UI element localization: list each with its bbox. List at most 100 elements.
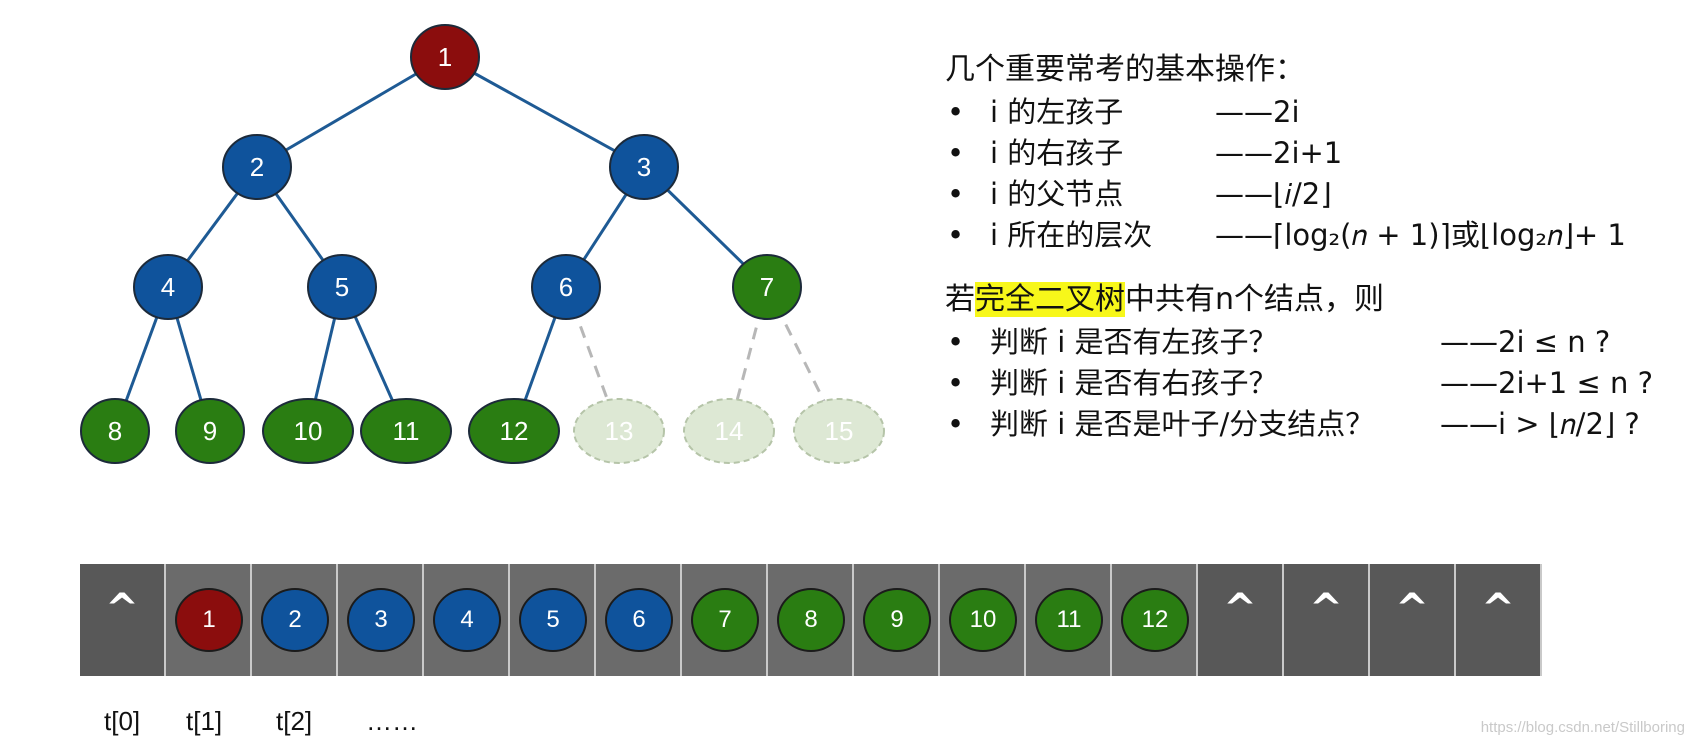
tree-node-circle <box>175 398 245 464</box>
tree-node-label: 3 <box>637 152 651 182</box>
array-node-3: 3 <box>347 588 415 652</box>
cond-desc: 判断 i 是否有左孩子？ <box>990 325 1278 359</box>
tree-node-circle <box>222 134 292 200</box>
tree-node-5: 5 <box>307 254 377 320</box>
ops-desc: i 的左孩子 <box>990 95 1124 129</box>
bullet: • <box>947 407 965 441</box>
tree-node-2: 2 <box>222 134 292 200</box>
tree-node-1: 1 <box>410 24 480 90</box>
bullet: • <box>947 177 965 211</box>
array-cell-15: ^ <box>1370 564 1456 676</box>
cond-value: ——2i ≤ n ? <box>1440 325 1611 359</box>
tree-edge-1-2 <box>256 55 446 169</box>
array-cell-14: ^ <box>1284 564 1370 676</box>
tree-node-7: 7 <box>732 254 802 320</box>
cond-list: • 判断 i 是否有左孩子？ ——2i ≤ n ? • 判断 i 是否有右孩子？… <box>945 322 1685 445</box>
cond-desc: 判断 i 是否是叶子/分支结点？ <box>990 407 1375 441</box>
array-cell-5: 5 <box>510 564 596 676</box>
tree-node-circle <box>609 134 679 200</box>
index-label-0: t[0] <box>104 706 141 736</box>
ops-item-parent: • i 的父节点 ——⌊𝑖/2⌋ <box>945 174 1685 215</box>
tree-node-label: 8 <box>108 416 122 446</box>
tree-node-6: 6 <box>531 254 601 320</box>
tree-node-circle <box>573 398 665 464</box>
ops-desc: i 所在的层次 <box>990 218 1153 252</box>
tree-node-circle <box>80 398 150 464</box>
tree-node-11: 11 <box>360 398 452 464</box>
ops-list: • i 的左孩子 ——2i • i 的右孩子 ——2i+1 • i 的父节点 —… <box>945 92 1685 256</box>
tree-node-label: 2 <box>250 152 264 182</box>
array-cell-3: 3 <box>338 564 424 676</box>
tree-node-4: 4 <box>133 254 203 320</box>
array-node-4: 4 <box>433 588 501 652</box>
array-node-9: 9 <box>863 588 931 652</box>
tree-node-label: 10 <box>294 416 323 446</box>
tree-node-label: 13 <box>605 416 634 446</box>
tree-node-circle <box>732 254 802 320</box>
null-caret: ^ <box>105 586 139 632</box>
ops-value: ——⌈log₂(𝑛 + 1)⌉或⌊log₂𝑛⌋+ 1 <box>1215 218 1626 252</box>
index-label-1: t[1] <box>186 706 223 736</box>
tree-node-label: 9 <box>203 416 217 446</box>
array-node-2: 2 <box>261 588 329 652</box>
cond-value: ——i > ⌊𝑛/2⌋ ? <box>1440 407 1640 441</box>
tree-node-9: 9 <box>175 398 245 464</box>
array-cell-13: ^ <box>1198 564 1284 676</box>
tree-node-label: 5 <box>335 272 349 302</box>
tree-node-circle <box>262 398 354 464</box>
tree-node-circle <box>793 398 885 464</box>
ops-value: ——⌊𝑖/2⌋ <box>1215 177 1332 211</box>
tree-node-3: 3 <box>609 134 679 200</box>
array-cell-16: ^ <box>1456 564 1542 676</box>
tree-node-8: 8 <box>80 398 150 464</box>
tree-node-13: 13 <box>573 398 665 464</box>
array-cell-0: ^ <box>80 564 166 676</box>
array-cell-7: 7 <box>682 564 768 676</box>
ops-value: ——2i <box>1215 95 1300 129</box>
tree-edge-1-3 <box>444 55 645 169</box>
tree-node-circle <box>360 398 452 464</box>
tree-node-10: 10 <box>262 398 354 464</box>
tree-node-14: 14 <box>683 398 775 464</box>
cond-item-has-left: • 判断 i 是否有左孩子？ ——2i ≤ n ? <box>945 322 1685 363</box>
cond-item-leaf: • 判断 i 是否是叶子/分支结点？ ——i > ⌊𝑛/2⌋ ? <box>945 404 1685 445</box>
cond-title-prefix: 若 <box>945 282 975 317</box>
cond-title-highlight: 完全二叉树 <box>975 282 1125 317</box>
null-caret: ^ <box>1481 586 1515 632</box>
tree-node-label: 11 <box>393 416 420 446</box>
null-caret: ^ <box>1223 586 1257 632</box>
array-node-11: 11 <box>1035 588 1103 652</box>
ops-title: 几个重要常考的基本操作： <box>945 52 1305 87</box>
info-panel: 几个重要常考的基本操作： • i 的左孩子 ——2i • i 的右孩子 ——2i… <box>945 48 1685 445</box>
null-caret: ^ <box>1395 586 1429 632</box>
tree-node-circle <box>531 254 601 320</box>
array-cell-6: 6 <box>596 564 682 676</box>
array-cell-1: 1 <box>166 564 252 676</box>
ops-item-left-child: • i 的左孩子 ——2i <box>945 92 1685 133</box>
tree-node-circle <box>307 254 377 320</box>
bullet: • <box>947 136 965 170</box>
cond-desc: 判断 i 是否有右孩子？ <box>990 366 1278 400</box>
index-label-2: t[2] <box>276 706 313 736</box>
array-node-7: 7 <box>691 588 759 652</box>
array-node-6: 6 <box>605 588 673 652</box>
array-cell-8: 8 <box>768 564 854 676</box>
array-cell-11: 11 <box>1026 564 1112 676</box>
ops-item-level: • i 所在的层次 ——⌈log₂(𝑛 + 1)⌉或⌊log₂𝑛⌋+ 1 <box>945 215 1685 256</box>
tree-node-label: 15 <box>825 416 854 446</box>
cond-title-suffix: 中共有n个结点，则 <box>1125 282 1385 317</box>
tree-node-label: 14 <box>715 416 744 446</box>
tree-node-label: 4 <box>161 272 175 302</box>
array-cell-9: 9 <box>854 564 940 676</box>
tree-node-label: 7 <box>760 272 774 302</box>
ops-desc: i 的右孩子 <box>990 136 1124 170</box>
tree-node-circle <box>683 398 775 464</box>
index-ellipsis: …… <box>366 706 418 736</box>
array-node-8: 8 <box>777 588 845 652</box>
watermark: https://blog.csdn.net/Stillboring <box>1480 719 1685 736</box>
ops-value: ——2i+1 <box>1215 136 1343 170</box>
tree-node-circle <box>133 254 203 320</box>
array-node-1: 1 <box>175 588 243 652</box>
